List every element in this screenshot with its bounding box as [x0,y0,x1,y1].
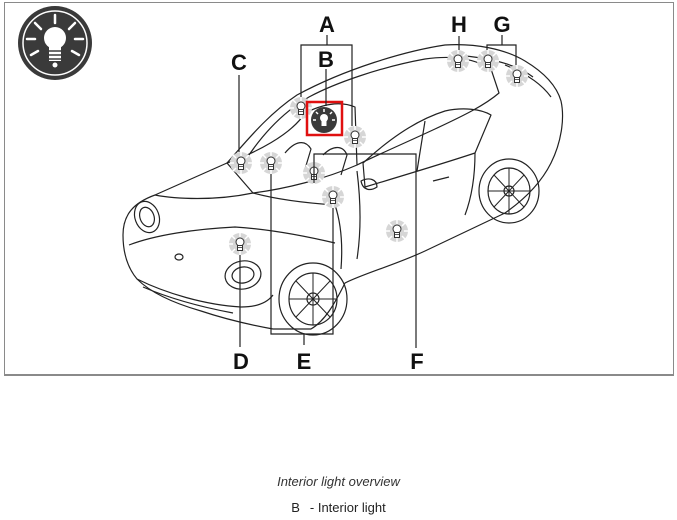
bulb-d [228,232,252,256]
bulb-g-2 [505,64,529,88]
bulb-c [229,151,253,175]
legend-text: - Interior light [309,500,386,515]
label-a: A [319,12,335,37]
bulb-a-left [289,96,313,120]
legend-key: B [291,500,300,515]
diagram-frame: A B C D E F G H [4,2,674,376]
label-c: C [231,50,247,75]
bulb-e-1 [259,151,283,175]
label-b: B [318,47,334,72]
label-g: G [493,12,510,37]
figure-caption: Interior light overview [277,474,400,489]
bulb-f [385,219,409,243]
label-f: F [410,349,423,374]
label-e: E [297,349,312,374]
bulb-g-1 [476,49,500,73]
legend: B - Interior light [0,500,677,515]
label-h: H [451,12,467,37]
bulb-h [446,49,470,73]
leader-lines [238,35,517,348]
bulb-b-interior [305,100,344,137]
label-d: D [233,349,249,374]
light-bulb-icon [18,6,92,80]
car-light-diagram: A B C D E F G H [18,6,564,374]
car-outline [122,44,564,336]
bulb-a-right [343,125,367,149]
bulb-e-3 [321,185,345,209]
